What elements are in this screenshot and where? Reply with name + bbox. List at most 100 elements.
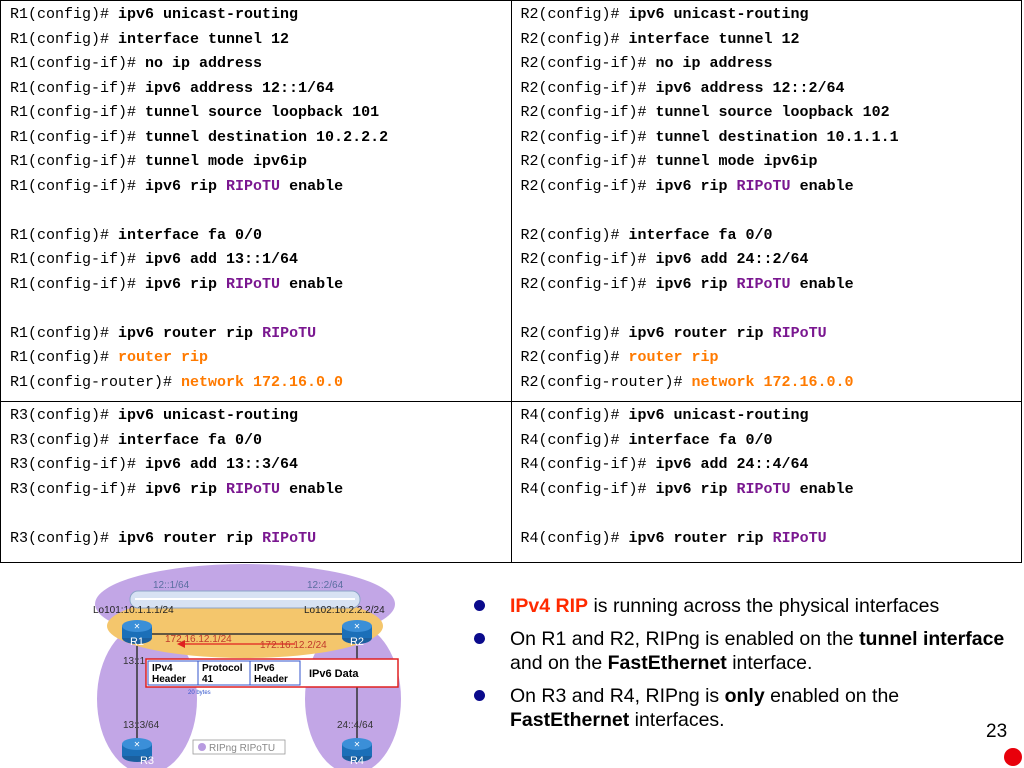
config-line: R1(config)# ipv6 router rip RIPoTU: [10, 322, 511, 347]
cli-prompt: R2(config-router)#: [520, 373, 692, 391]
cli-command: no ip address: [655, 55, 773, 72]
bullet-text: On R3 and R4, RIPng is: [510, 684, 725, 707]
svg-text:✕: ✕: [354, 622, 361, 631]
rip-process-name: RIPoTU: [772, 324, 827, 342]
cli-command: ipv6 address 12::2/64: [655, 79, 845, 97]
cli-prompt: R1(config-if)#: [10, 104, 146, 121]
cli-command: enable: [790, 275, 854, 293]
config-line: R2(config-if)# ipv6 add 24::2/64: [521, 248, 1022, 273]
cli-command: tunnel source loopback 101: [145, 104, 380, 121]
cli-command: ipv6 router rip: [628, 324, 773, 342]
page-number: 23: [986, 721, 1008, 742]
config-line: R1(config-if)# ipv6 rip RIPoTU enable: [10, 175, 511, 200]
ipv4-rip-area: [107, 594, 383, 658]
slide-marker-dot: [1004, 748, 1022, 766]
cli-prompt: R2(config-if)#: [520, 177, 656, 195]
hdr-ipv4-line2: Header: [152, 674, 186, 685]
config-line: R2(config-router)# network 172.16.0.0: [521, 371, 1022, 396]
cli-command: interface tunnel 12: [628, 30, 800, 48]
cli-prompt: R3(config-if)#: [10, 480, 146, 498]
ipv4-rip-command: network 172.16.0.0: [181, 373, 344, 391]
cli-prompt: R4(config)#: [520, 431, 629, 449]
cli-command: ipv6 router rip: [628, 529, 773, 547]
svg-text:✕: ✕: [354, 740, 361, 749]
config-line: R4(config-if)# ipv6 rip RIPoTU enable: [521, 478, 1022, 503]
bullet-icon: [474, 600, 485, 611]
cli-command: ipv6 unicast-routing: [118, 6, 299, 23]
svg-text:✕: ✕: [134, 622, 141, 631]
ipv4-rip-command: network 172.16.0.0: [691, 373, 854, 391]
cli-command: ipv6 add 13::3/64: [145, 456, 299, 473]
cli-command: ipv6 unicast-routing: [628, 407, 809, 424]
config-line: R4(config)# ipv6 router rip RIPoTU: [521, 527, 1022, 552]
cli-prompt: R1(config)#: [10, 30, 119, 48]
config-line: R1(config)# ipv6 unicast-routing: [10, 3, 511, 28]
config-line: R2(config-if)# ipv6 rip RIPoTU enable: [521, 273, 1022, 298]
cli-command: enable: [280, 480, 344, 498]
cli-command: ipv6 unicast-routing: [628, 6, 809, 23]
config-line: [521, 297, 1022, 322]
router-r2[interactable]: ✕: [342, 620, 372, 644]
cli-prompt: R1(config-if)#: [10, 251, 146, 268]
config-line: R2(config)# ipv6 unicast-routing: [521, 3, 1022, 28]
rip-process-name: RIPoTU: [262, 529, 317, 547]
tunnel-addr-r1: 12::1/64: [153, 580, 190, 591]
rip-process-name: RIPoTU: [736, 480, 791, 498]
loopback-r2: Lo102:10.2.2.2/24: [304, 605, 385, 616]
cli-prompt: R2(config)#: [520, 349, 629, 366]
label-r4: R4: [350, 755, 364, 767]
cli-prompt: R1(config)#: [10, 324, 119, 342]
config-line: R1(config-if)# ipv6 add 13::1/64: [10, 248, 511, 273]
config-line: R1(config-if)# ipv6 rip RIPoTU enable: [10, 273, 511, 298]
config-line: R1(config-if)# tunnel source loopback 10…: [10, 101, 511, 126]
config-line: [10, 502, 511, 527]
cli-prompt: R4(config-if)#: [520, 480, 656, 498]
cli-prompt: R1(config-if)#: [10, 128, 146, 146]
cli-command: interface tunnel 12: [118, 30, 290, 48]
cli-prompt: R2(config-if)#: [520, 104, 656, 121]
config-line: R2(config)# interface tunnel 12: [521, 28, 1022, 53]
config-line: R1(config-if)# tunnel destination 10.2.2…: [10, 126, 511, 151]
config-line: [521, 199, 1022, 224]
router-r1[interactable]: ✕: [122, 620, 152, 644]
config-line: R1(config)# router rip: [10, 346, 511, 371]
config-line: R3(config)# ipv6 router rip RIPoTU: [10, 527, 511, 552]
cli-command: ipv6 rip: [655, 480, 737, 498]
config-line: R3(config)# interface fa 0/0: [10, 429, 511, 454]
router-r4[interactable]: ✕: [342, 738, 372, 762]
cli-command: ipv6 router rip: [118, 324, 263, 342]
config-line: R2(config-if)# tunnel destination 10.1.1…: [521, 126, 1022, 151]
cli-prompt: R4(config)#: [520, 529, 629, 547]
router-r3[interactable]: ✕: [122, 738, 152, 762]
cli-prompt: R2(config)#: [520, 30, 629, 48]
config-line: R3(config-if)# ipv6 add 13::3/64: [10, 453, 511, 478]
bullet-3: On R3 and R4, RIPng is only enabled on t…: [470, 684, 1020, 733]
config-line: R1(config)# interface fa 0/0: [10, 224, 511, 249]
cli-command: interface fa 0/0: [118, 226, 263, 244]
cli-prompt: R2(config-if)#: [520, 79, 656, 97]
config-line: R2(config-if)# ipv6 rip RIPoTU enable: [521, 175, 1022, 200]
bullet-text: is running across the physical interface…: [588, 595, 940, 617]
cli-command: ipv6 rip: [145, 177, 227, 195]
bullet-icon: [474, 689, 485, 701]
config-line: R4(config)# interface fa 0/0: [521, 429, 1022, 454]
cli-prompt: R1(config)#: [10, 6, 119, 23]
cli-prompt: R3(config)#: [10, 431, 119, 449]
hdr-ipv6-line2: Header: [254, 674, 288, 685]
bullet-text: interface.: [726, 652, 813, 674]
rip-process-name: RIPoTU: [226, 480, 281, 498]
hdr-ipv4-line1: IPv4: [152, 663, 173, 674]
bullet-1: IPv4 RIP is running across the physical …: [470, 594, 1020, 619]
cli-prompt: R2(config-if)#: [520, 55, 656, 72]
packet-arrow-head: [177, 640, 185, 648]
fa-addr-r4: 24::4/64: [337, 720, 374, 731]
fa-addr-r1: 13::1: [123, 656, 146, 667]
cli-command: enable: [280, 275, 344, 293]
config-line: R1(config-if)# tunnel mode ipv6ip: [10, 150, 511, 175]
label-r2: R2: [350, 636, 364, 648]
hdr-proto-line2: 41: [202, 674, 214, 685]
